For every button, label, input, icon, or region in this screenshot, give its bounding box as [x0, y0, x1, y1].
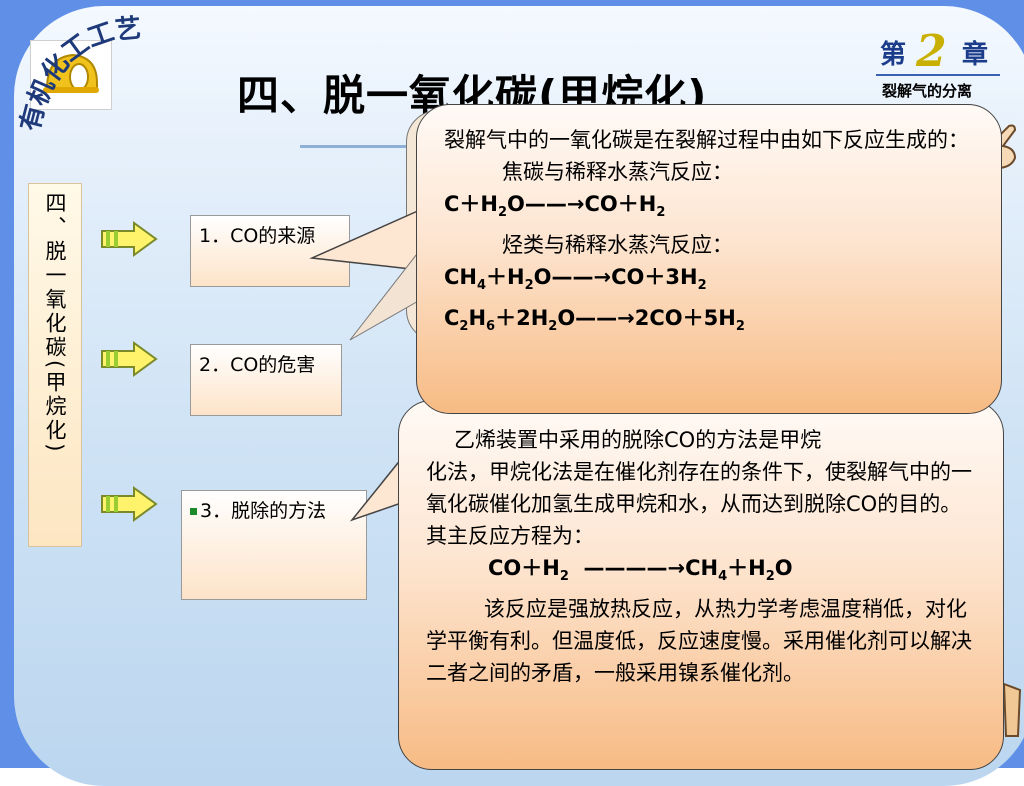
method-first-line: 乙烯装置中采用的脱除CO的方法是甲烷 [454, 428, 822, 452]
chapter-badge: 第 2 章 裂解气的分离 [872, 26, 1002, 100]
reaction2-equation: CH4＋H2O——→CO＋3H2 [444, 265, 707, 294]
bullet-icon [190, 508, 197, 515]
source-callout [416, 104, 1002, 414]
topic-co-hazard[interactable]: 2．CO的危害 [190, 344, 342, 416]
helmet-icon [43, 53, 99, 93]
chapter-prefix: 第 [880, 40, 907, 70]
topic-label: 3．脱除的方法 [200, 500, 327, 522]
chapter-subtitle: 裂解气的分离 [882, 82, 973, 100]
svg-text:有机化工工艺: 有机化工工艺 [18, 14, 142, 135]
logo [30, 40, 112, 110]
reaction2-title: 烃类与稀释水蒸汽反应： [502, 233, 733, 258]
chapter-number: 2 [916, 26, 947, 77]
section-sidebar-label: 四、脱一氧化碳(甲烷化) [43, 192, 67, 455]
source-intro: 裂解气中的一氧化碳是在裂解过程中由如下反应生成的： [444, 128, 969, 152]
topic-label: 2．CO的危害 [199, 354, 316, 376]
method-callout [398, 400, 1004, 770]
topic-removal-method[interactable]: 3．脱除的方法 [181, 490, 367, 600]
topic-label: 1．CO的来源 [199, 225, 316, 247]
method-explanation: 该反应是强放热反应，从热力学考虑温度稍低，对化学平衡有利。但温度低，反应速度慢。… [426, 597, 972, 686]
hand-icon [1002, 682, 1022, 737]
section-sidebar: 四、脱一氧化碳(甲烷化) [28, 183, 82, 547]
arrow-right-icon [101, 486, 158, 522]
method-callout-text: 乙烯装置中采用的脱除CO的方法是甲烷 化法，甲烷化法是在催化剂存在的条件下，使裂… [426, 424, 982, 689]
arrow-right-icon [101, 341, 158, 377]
chapter-rule [876, 74, 1000, 76]
reaction3-equation: C2H6＋2H2O——→2CO＋5H2 [444, 306, 745, 335]
reaction1-equation: C＋H2O——→CO＋H2 [444, 192, 666, 221]
arrow-right-icon [101, 221, 158, 257]
chapter-suffix: 章 [962, 40, 989, 70]
topic-co-source[interactable]: 1．CO的来源 [190, 215, 350, 287]
source-callout-text: 裂解气中的一氧化碳是在裂解过程中由如下反应生成的： 焦碳与稀释水蒸汽反应： C＋… [444, 124, 974, 344]
reaction1-title: 焦碳与稀释水蒸汽反应： [502, 160, 733, 184]
method-body: 化法，甲烷化法是在催化剂存在的条件下，使裂解气中的一氧化碳催化加氢生成甲烷和水，… [426, 460, 972, 548]
methanation-equation: CO＋H2 ————→CH4＋H2O [488, 556, 793, 585]
logo-arc-text: 有机化工工艺 [18, 14, 142, 135]
